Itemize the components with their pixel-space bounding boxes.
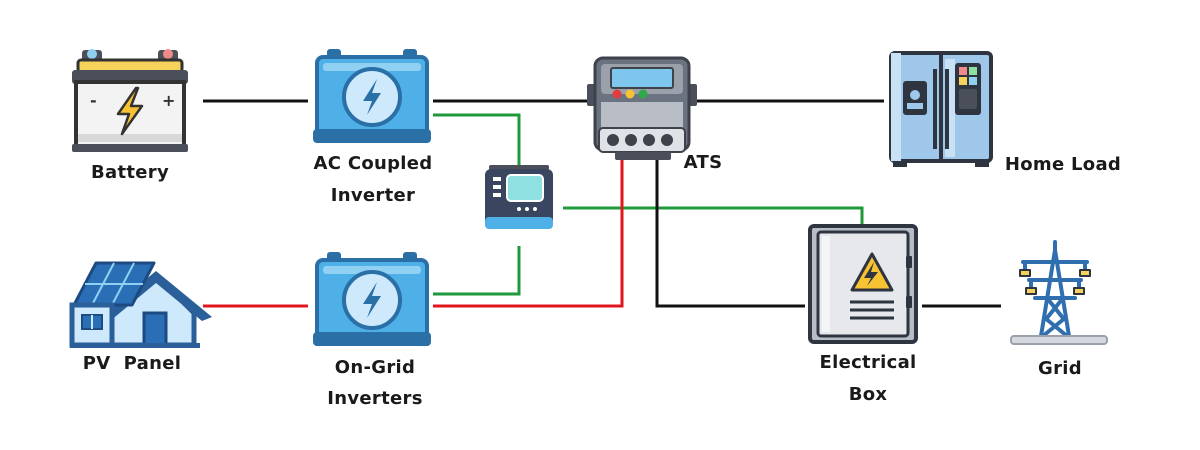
monitor-controller-icon: [485, 165, 553, 229]
home-load-label: Home Load: [1004, 154, 1122, 175]
ats-meter-icon: [587, 56, 697, 160]
ongrid-inverter-label-line2: Inverters: [327, 388, 423, 409]
refrigerator-icon: [889, 51, 993, 167]
inverter-icon: [313, 252, 431, 346]
ac-inverter-label-line2: Inverter: [330, 185, 416, 206]
wire-ongrid-inverter-to-ats: [433, 160, 624, 308]
battery-label: Battery: [91, 162, 169, 183]
transmission-tower-icon: [1010, 240, 1108, 345]
solar-house-icon: [69, 261, 212, 348]
ats-label: ATS: [683, 152, 723, 173]
svg-text:-: -: [90, 91, 97, 110]
svg-text:+: +: [162, 91, 175, 110]
connections: [203, 99, 1001, 308]
electrical-box-label-line1: Electrical: [819, 352, 917, 373]
pv-panel-label: PV Panel: [82, 353, 182, 374]
electrical-box-icon: [808, 224, 918, 344]
grid-label: Grid: [1038, 358, 1082, 379]
electrical-box-label-line2: Box: [848, 384, 888, 405]
battery-icon: - +: [72, 49, 188, 152]
wire-controller-to-electrical-box: [563, 206, 864, 225]
inverter-icon: [313, 49, 431, 143]
wire-ats-to-electrical-box: [655, 160, 805, 308]
ongrid-inverter-label-line1: On-Grid: [334, 357, 416, 378]
wire-ac-inverter-to-controller: [433, 113, 521, 165]
wire-controller-to-ongrid-inverter: [433, 246, 521, 296]
ac-inverter-label-line1: AC Coupled: [313, 153, 433, 174]
